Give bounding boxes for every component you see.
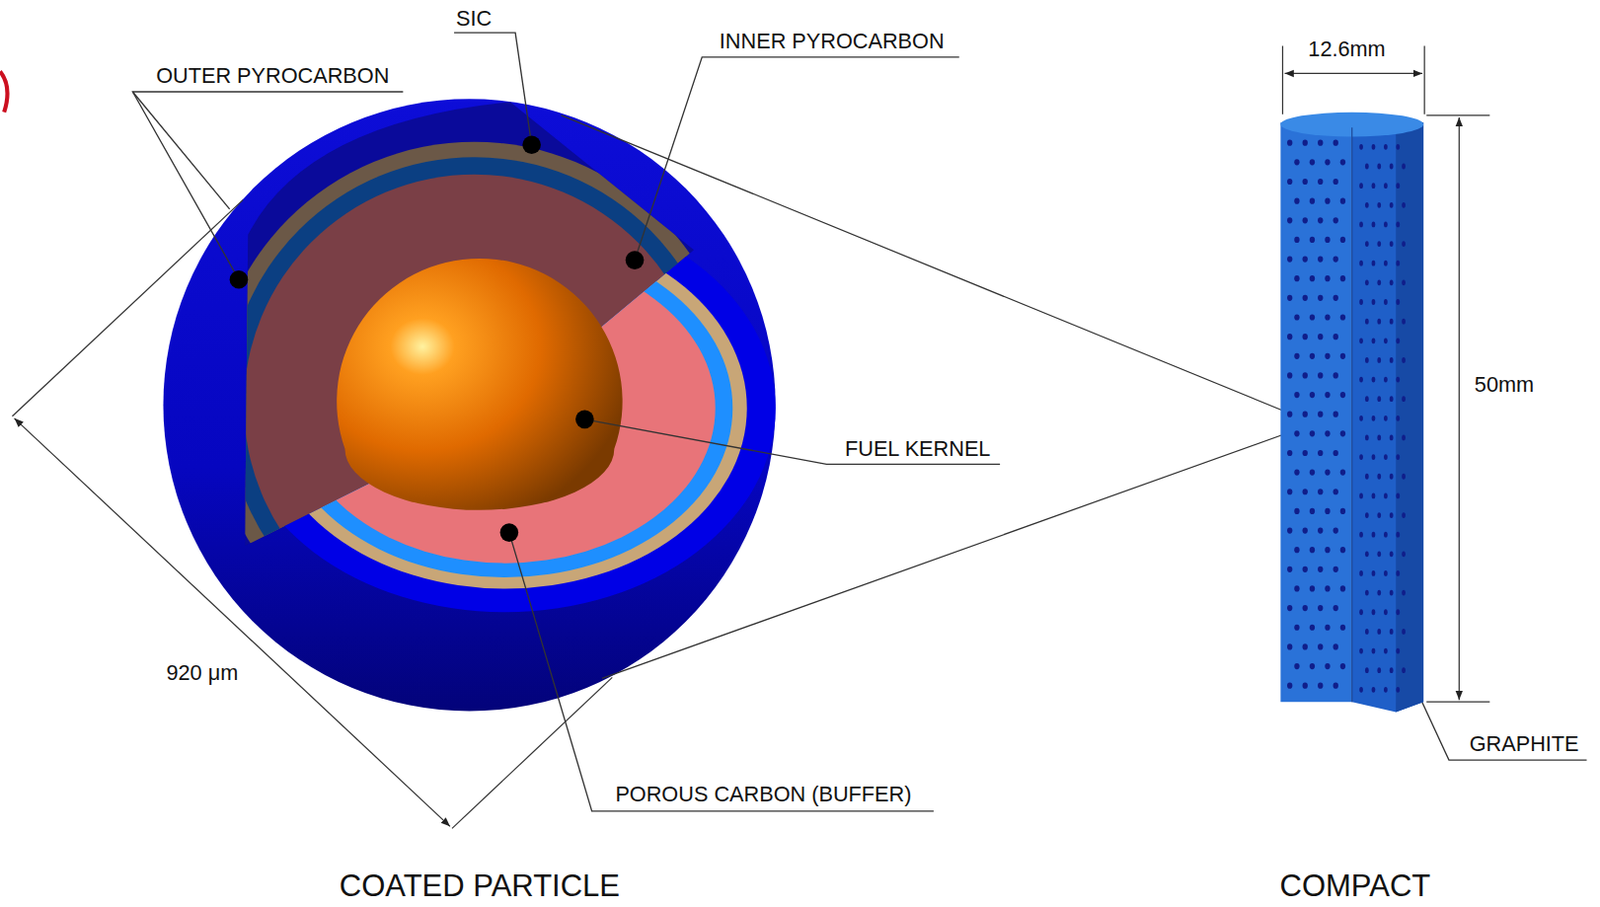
part-label: INNER PYROCARBON	[719, 30, 945, 53]
compact-rod	[1280, 112, 1424, 713]
dimension-label: 50mm	[1474, 374, 1534, 396]
view-caption: COATED PARTICLE	[339, 870, 620, 902]
outer-pyrocarbon-layer	[162, 98, 775, 711]
dimension-label: 12.6mm	[1307, 38, 1385, 61]
view-caption: COMPACT	[1280, 870, 1432, 902]
part-label: POROUS CARBON (BUFFER)	[614, 783, 912, 806]
part-label: FUEL KERNEL	[844, 438, 991, 460]
red-mark	[0, 71, 7, 112]
part-label: OUTER PYROCARBON	[155, 65, 389, 87]
fuel-kernel	[336, 258, 622, 511]
part-label: GRAPHITE	[1469, 733, 1580, 756]
dimension-label: 920 μm	[166, 662, 239, 685]
part-label: SIC	[456, 7, 492, 30]
